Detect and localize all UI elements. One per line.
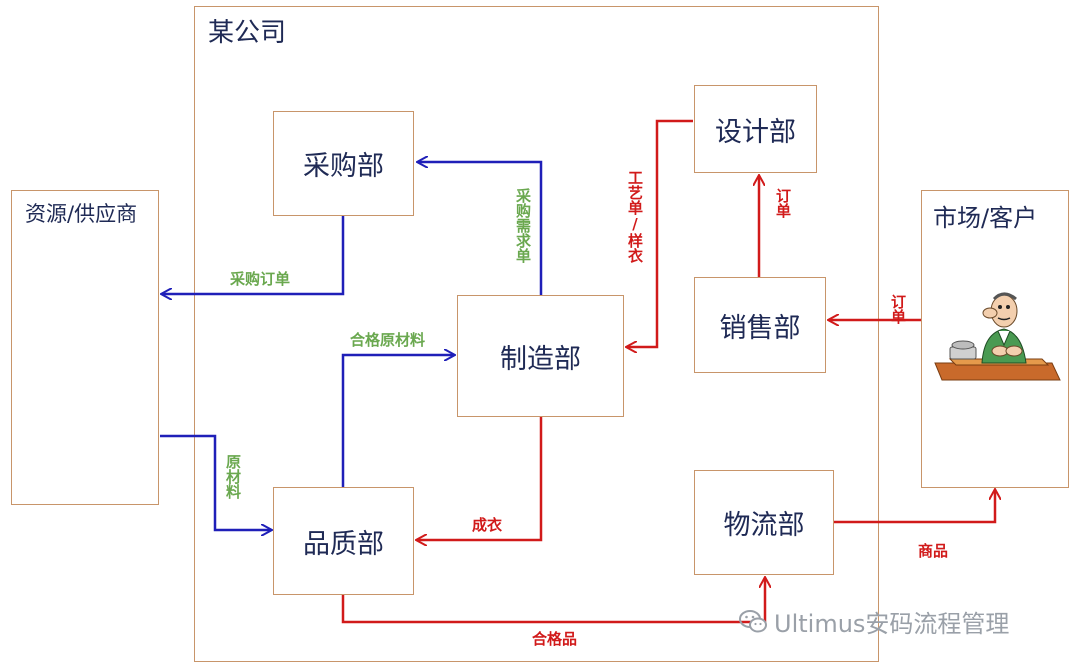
quality-dept-box: 品质部 <box>273 487 414 595</box>
purchase-demand-arrow <box>418 162 543 295</box>
process-sample-arrow <box>627 119 693 347</box>
wechat-icon <box>739 609 767 632</box>
qualified-material-label: 合格原材料 <box>350 331 426 349</box>
goods-arrow <box>834 490 995 524</box>
logistics-dept-box: 物流部 <box>694 470 834 575</box>
qualified-product-arrow <box>341 578 765 624</box>
purchase-demand-label: 采购需求单 <box>514 188 532 263</box>
order-market-label: 订单 <box>889 294 907 324</box>
design-dept-box: 设计部 <box>694 85 817 173</box>
purchase-order-arrow <box>162 216 345 294</box>
manufacturing-dept-box: 制造部 <box>457 295 624 417</box>
purchase-order-label: 采购订单 <box>230 270 291 288</box>
raw-material-arrow <box>160 434 271 530</box>
watermark: Ultimus安码流程管理 <box>738 604 1009 639</box>
qualified-material-arrow <box>341 355 454 487</box>
customer-illustration <box>934 292 1061 381</box>
market-label: 市场/客户 <box>933 204 1038 232</box>
order-design-label: 订单 <box>774 188 792 218</box>
finished-garment-arrow <box>417 417 543 540</box>
finished-garment-label: 成衣 <box>472 516 503 534</box>
goods-label: 商品 <box>918 542 949 560</box>
qualified-product-label: 合格品 <box>532 630 578 648</box>
supplier-label: 资源/供应商 <box>25 202 138 226</box>
raw-material-label: 原材料 <box>224 454 242 499</box>
process-sample-label: 工艺单/样衣 <box>626 170 644 263</box>
purchasing-dept-box: 采购部 <box>273 111 414 216</box>
watermark-text: Ultimus安码流程管理 <box>774 610 1010 638</box>
supplier-box <box>11 190 159 505</box>
company-boundary <box>194 6 879 662</box>
company-title: 某公司 <box>208 18 287 48</box>
sales-dept-box: 销售部 <box>694 277 826 373</box>
